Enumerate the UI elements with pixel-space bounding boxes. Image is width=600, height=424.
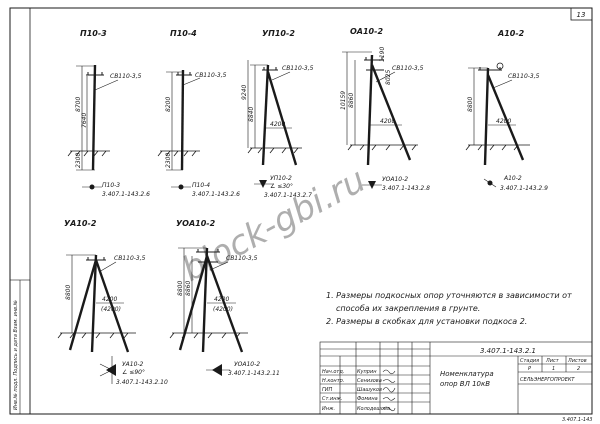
top-dim: 9240 (241, 85, 248, 100)
pole-a10-2: А10-2 8800 4200 СВ110-3,5 А10-2 3.407.1-… (465, 29, 548, 192)
pole-code: УП10-2 (270, 175, 292, 182)
stamp-name-5: Колодешова (357, 406, 390, 412)
side-stamp: Инв.№ подл. Подпись и дата Взам. инв.№ (9, 279, 31, 415)
sheet-value: 1 (552, 366, 555, 372)
stamp-name-2: Сенизова (357, 378, 382, 384)
pole-series: 3.407.1-143.2.9 (500, 185, 548, 192)
pole-code: УА10-2 (122, 361, 144, 368)
height-dim: 8800 (467, 97, 474, 112)
pole-title: УА10-2 (64, 219, 97, 228)
stamp-role-1: Нач.отд. (322, 369, 344, 375)
top-dim: 8860 (348, 93, 355, 108)
title-block: 3.407.1-143.2.1 Нач.отд. Куприн Н.контр.… (319, 341, 593, 415)
pole-ua10-2: УА10-2 8800 4200 (4200) СВ110-3,5 УА10-2… (57, 219, 168, 386)
strut-dim: 4200 (380, 118, 395, 125)
extra-dim: 1190 (379, 47, 386, 62)
strut-dim: 4200 (496, 118, 511, 125)
side-dim: 8025 (385, 70, 392, 85)
strut-dim-alt: (4200) (101, 306, 121, 313)
strut-dim: 4200 (214, 296, 229, 303)
doc-code: 3.407.1-143.2.1 (480, 347, 536, 355)
wire-label: СВ110-3,5 (392, 65, 424, 72)
stamp-role-2: Н.контр. (322, 378, 344, 384)
stage-label: Стадия (520, 358, 539, 364)
pole-title: П10-3 (80, 29, 107, 38)
note-1-cont: способа их закрепления в грунте. (336, 304, 480, 313)
top-dim: 7640 (81, 113, 88, 128)
pole-p10-4: П10-4 8200 2300 СВ110-3,5 П10-4 3.407.1-… (157, 29, 240, 198)
top-dim: 8860 (185, 281, 192, 296)
pole-title: ОА10-2 (350, 27, 383, 36)
organization: СЕЛЬЭНЕРГОПРОЕКТ (520, 377, 575, 383)
height-dim: 8200 (165, 97, 172, 112)
page-number-box (570, 7, 593, 21)
pole-series: 3.407.1-143.2.11 (228, 370, 280, 377)
pole-up10-2: УП10-2 8840 9240 4200 СВ110-3,5 УП10-2 ∠… (241, 29, 314, 199)
wire-label: СВ110-3,5 (226, 255, 258, 262)
sheet-label: Лист (545, 358, 560, 364)
stamp-name-3: Шашуков (357, 387, 382, 393)
pole-symbol (106, 364, 116, 376)
pole-series: 3.407.1-143.2.7 (264, 192, 312, 199)
pole-series: 3.407.1-143.2.10 (116, 379, 168, 386)
pole-series: 3.407.1-143.2.6 (102, 191, 150, 198)
pole-uoa10-2: УОА10-2 8800 8860 4200 (4200) СВ110-3,5 … (169, 219, 280, 377)
strut-dim: 4200 (102, 296, 117, 303)
wire-label: СВ110-3,5 (282, 65, 314, 72)
sheet-frame (9, 7, 593, 415)
stamp-name-1: Куприн (357, 369, 377, 375)
signature-3 (382, 387, 396, 393)
side-stamp-text: Инв.№ подл. Подпись и дата Взам. инв.№ (13, 300, 19, 410)
bottom-dim: 2300 (165, 153, 172, 168)
pole-series: 3.407.1-143.2.8 (382, 185, 430, 192)
stage-value: Р (528, 366, 531, 372)
title-line-1: Номенклатура (440, 370, 494, 378)
height-dim: 8840 (248, 107, 255, 122)
wire-label: СВ110-3,5 (114, 255, 146, 262)
pole-title: УП10-2 (262, 29, 295, 38)
stamp-role-3: ГИП (322, 387, 333, 393)
height-dim: 10159 (340, 91, 347, 110)
pole-angle: ∠ ≤90° (122, 369, 145, 376)
pole-oa10-2: ОА10-2 10159 8860 1190 8025 4200 СВ110-3… (340, 27, 430, 192)
pole-angle: ∠ ≤30° (270, 183, 293, 190)
wire-label: СВ110-3,5 (195, 72, 227, 79)
pole-p10-3: П10-3 8700 7640 2300 СВ110-3,5 П10-3 3.4… (67, 29, 150, 198)
height-dim: 8800 (65, 285, 72, 300)
title-line-2: опор ВЛ 10кВ (440, 380, 490, 388)
notes: 1. Размеры подкосных опор уточняются в з… (326, 291, 572, 326)
height-dim: 8800 (177, 281, 184, 296)
strut-dim: 4200 (270, 121, 285, 128)
pole-title: А10-2 (497, 29, 525, 38)
bottom-dim: 2300 (75, 153, 82, 168)
signature-2 (382, 379, 396, 383)
stamp-role-4: Ст.инж. (322, 396, 343, 402)
wire-label: СВ110-3,5 (110, 73, 142, 80)
signature-4 (382, 397, 396, 401)
page-number: 13 (577, 11, 586, 19)
note-1: 1. Размеры подкосных опор уточняются в з… (326, 291, 572, 300)
strut-dim-alt: (4200) (213, 306, 233, 313)
pole-series: 3.407.1-143.2.6 (192, 191, 240, 198)
height-dim: 8700 (75, 97, 82, 112)
signature-1 (382, 369, 396, 375)
stamp-name-4: Фомина (357, 396, 378, 402)
pole-code: П10-3 (102, 182, 120, 189)
pole-code: УОА10-2 (382, 176, 408, 183)
pole-title: УОА10-2 (176, 219, 216, 228)
pole-code: УОА10-2 (234, 361, 260, 368)
pole-code: А10-2 (503, 175, 522, 182)
wire-label: СВ110-3,5 (508, 73, 540, 80)
note-2: 2. Размеры в скобках для установки подко… (326, 317, 527, 326)
signature-5 (382, 406, 396, 412)
stamp-role-5: Инж. (322, 406, 335, 412)
sheets-value: 2 (577, 366, 580, 372)
pole-title: П10-4 (170, 29, 197, 38)
sheets-label: Листов (567, 358, 587, 364)
pole-code: П10-4 (192, 182, 210, 189)
footer-code: 3.407.1-143 (562, 417, 592, 423)
